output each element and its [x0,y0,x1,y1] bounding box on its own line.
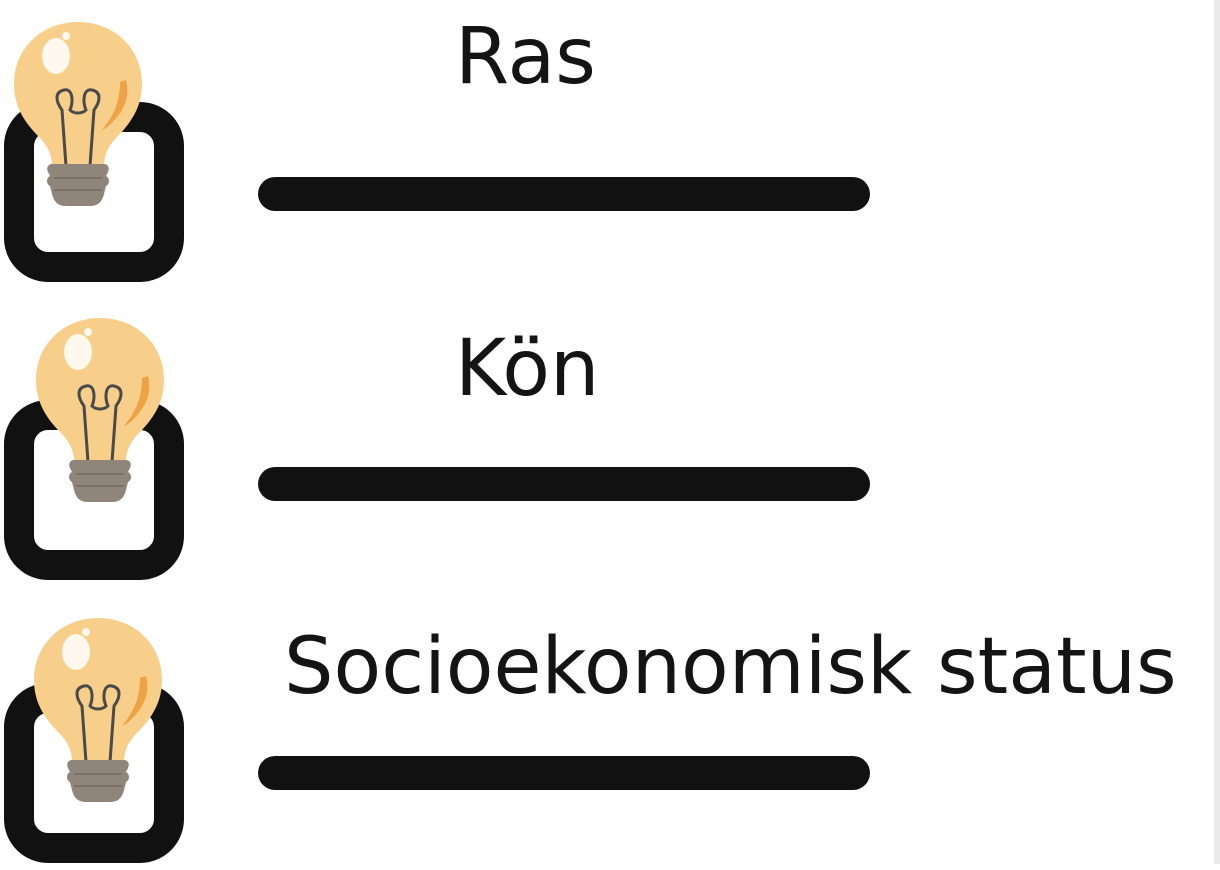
checklist-item-socioekonomisk-status: Socioekonomisk status [0,580,1220,870]
lightbulb-icon [8,18,148,208]
answer-line [258,756,870,790]
item-label: Socioekonomisk status [284,622,1177,712]
answer-line [258,467,870,501]
item-label: Ras [455,12,596,102]
page-edge [1214,0,1220,864]
checkbox-icon[interactable] [4,683,184,863]
lightbulb-icon [28,614,168,804]
checklist-item-ras: Ras [0,0,1220,290]
lightbulb-icon [30,314,170,504]
checklist-item-kon: Kön [0,290,1220,580]
item-label: Kön [455,324,600,414]
answer-line [258,177,870,211]
